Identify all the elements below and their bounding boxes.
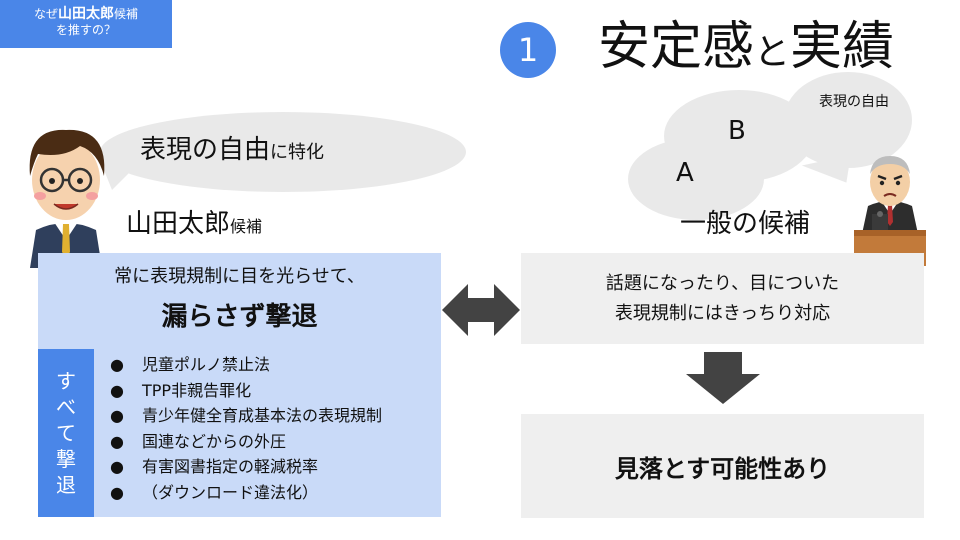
cloud-label-c: 表現の自由 (819, 94, 889, 110)
speech-bubble-left (100, 112, 466, 192)
right-panel: 話題になったり、目についた 表現規制にはきっちり対応 (521, 253, 924, 344)
right-panel-line2: 表現規制にはきっちり対応 (614, 302, 831, 324)
tag-line2: を推すの？ (55, 23, 116, 37)
bullet-icon: ● (110, 406, 124, 426)
list-item: ●TPP非親告罪化 (104, 378, 382, 404)
bullet-icon: ● (110, 380, 124, 400)
bullet-icon: ● (110, 431, 124, 451)
left-panel-line1: 常に表現規制に目を光らせて、 (114, 266, 365, 287)
list-item: ●（ダウンロード違法化） (104, 480, 382, 506)
double-arrow-icon (442, 284, 520, 336)
conclusion-box: 見落とす可能性あり (521, 414, 924, 518)
candidate-avatar-icon (29, 129, 105, 268)
cloud-label-b: B (728, 116, 746, 146)
left-panel (38, 253, 441, 517)
list-item: ●国連などからの外圧 (104, 429, 382, 455)
candidate-name-left: 山田太郎候補 (126, 209, 263, 239)
politician-at-podium-icon (854, 156, 926, 266)
tag-line1: なぜ山田太郎候補 (33, 6, 139, 22)
right-panel-line1: 話題になったり、目についた (605, 272, 840, 294)
vertical-label: す べ て 撃 退 (38, 349, 94, 517)
list-item: ●有害図書指定の軽減税率 (104, 454, 382, 480)
cloud-label-a: A (676, 158, 694, 188)
bullet-icon: ● (110, 457, 124, 477)
bullet-icon: ● (110, 482, 124, 502)
section-number-badge: 1 (500, 22, 556, 78)
list-item: ●児童ポルノ禁止法 (104, 352, 382, 378)
speech-bubble-text: 表現の自由に特化 (140, 135, 325, 165)
bullet-list: ●児童ポルノ禁止法 ●TPP非親告罪化 ●青少年健全育成基本法の表現規制 ●国連… (104, 352, 382, 506)
bullet-icon: ● (110, 355, 124, 374)
down-arrow-icon (686, 352, 760, 404)
thought-cloud-c (784, 72, 912, 168)
left-panel-headline: 漏らさず撃退 (161, 302, 318, 332)
header-tag: なぜ山田太郎候補 を推すの？ (0, 0, 172, 48)
page-title: 安定感と実績 (598, 17, 895, 77)
candidate-name-right: 一般の候補 (680, 209, 811, 239)
list-item: ●青少年健全育成基本法の表現規制 (104, 403, 382, 429)
